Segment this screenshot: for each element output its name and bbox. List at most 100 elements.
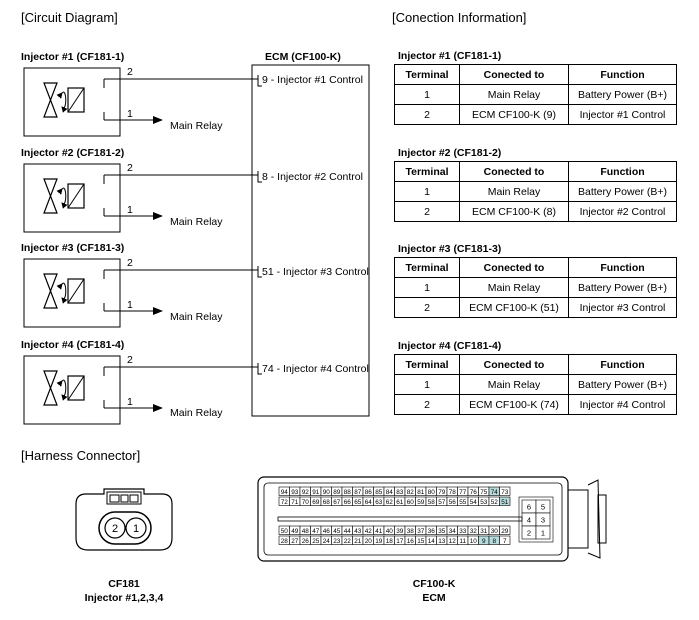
header-connected-to: Conected to	[459, 257, 569, 278]
connection-table-1: Terminal Conected to Function 1 Main Rel…	[394, 64, 677, 125]
injector-4-circuit: Injector #4 (CF181-4) 2 1 Main Relay 74 …	[21, 339, 369, 425]
cf100k-pin-label: 16	[407, 538, 415, 545]
cf181-pin-2	[104, 517, 126, 539]
table-4-title: Injector #4 (CF181-4)	[398, 340, 502, 352]
table-3-title: Injector #3 (CF181-3)	[398, 243, 502, 255]
cf100k-pin-label: 87	[354, 489, 362, 496]
cf100k-pin-label: 27	[291, 538, 299, 545]
cf100k-pin-label: 7	[503, 538, 507, 545]
cf100k-pin-label: 46	[323, 528, 331, 535]
cf100k-pin-label: 59	[417, 499, 425, 506]
cf100k-pin-label: 83	[396, 489, 404, 496]
cf100k-pin-label: 53	[480, 499, 488, 506]
cf100k-pin-label: 10	[470, 538, 478, 545]
cf100k-pin-label: 17	[396, 538, 404, 545]
cf181-connector: 2 1 CF181 Injector #1,2,3,4	[75, 488, 173, 604]
header-connected-to: Conected to	[459, 354, 569, 375]
cf100k-pin-label: 55	[459, 499, 467, 506]
cf100k-pin-label: 90	[323, 489, 331, 496]
injector-4-pin-1: 1	[127, 396, 133, 408]
cf100k-pin-label: 88	[344, 489, 352, 496]
cf100k-pin-label: 34	[449, 528, 457, 535]
cf100k-pin-label: 52	[491, 499, 499, 506]
cf100k-pin-label: 70	[302, 499, 310, 506]
cf100k-pin-label: 40	[386, 528, 394, 535]
cf100k-pin-label: 24	[323, 538, 331, 545]
cf100k-pin-label: 31	[480, 528, 488, 535]
header-connected-to: Conected to	[459, 161, 569, 182]
injector-2-title: Injector #2 (CF181-2)	[21, 147, 124, 159]
cell-function: Injector #1 Control	[568, 104, 677, 125]
injector-1-relay: Main Relay	[170, 120, 223, 132]
cf100k-pin-label: 45	[333, 528, 341, 535]
cf100k-label: CF100-K	[413, 578, 456, 590]
cf100k-pin-label: 61	[396, 499, 404, 506]
injector-1-pin-2: 2	[127, 66, 133, 78]
cf100k-pin-label: 54	[470, 499, 478, 506]
cf100k-pin-label: 92	[302, 489, 310, 496]
circuit-diagram: ECM (CF100-K) Injector #1 (CF181-1) 2 1 …	[21, 51, 370, 425]
connection-table-4: Terminal Conected to Function 1 Main Rel…	[394, 354, 677, 415]
cell-connected-to: Main Relay	[459, 277, 569, 298]
cell-terminal: 2	[394, 297, 460, 318]
cf100k-pin-label: 72	[281, 499, 289, 506]
header-terminal: Terminal	[394, 257, 460, 278]
header-terminal: Terminal	[394, 354, 460, 375]
cell-terminal: 2	[394, 394, 460, 415]
injector-3-relay: Main Relay	[170, 311, 223, 323]
injector-1-title: Injector #1 (CF181-1)	[21, 51, 124, 63]
cf100k-pin-label: 62	[386, 499, 394, 506]
cell-function: Injector #3 Control	[568, 297, 677, 318]
cf100k-pin-label: 64	[365, 499, 373, 506]
cf100k-pin-label: 81	[417, 489, 425, 496]
header-connected-to: Conected to	[459, 64, 569, 85]
cf100k-pin-label: 82	[407, 489, 415, 496]
cell-function: Battery Power (B+)	[568, 277, 677, 298]
cf100k-pin-label: 22	[344, 538, 352, 545]
cf100k-pin-label: 58	[428, 499, 436, 506]
injector-3-circuit: Injector #3 (CF181-3) 2 1 Main Relay 51 …	[21, 242, 369, 328]
cf100k-side-pin-label: 3	[541, 516, 545, 525]
cf100k-sublabel: ECM	[422, 592, 446, 604]
header-terminal: Terminal	[394, 161, 460, 182]
cf100k-pin-label: 49	[291, 528, 299, 535]
injector-2-pin-2: 2	[127, 162, 133, 174]
injector-2-pin-1: 1	[127, 204, 133, 216]
cell-terminal: 2	[394, 201, 460, 222]
cf100k-pin-label: 33	[459, 528, 467, 535]
table-row: 1 Main Relay Battery Power (B+)	[394, 181, 677, 202]
cf100k-pin-label: 75	[480, 489, 488, 496]
cf100k-pin-label: 76	[470, 489, 478, 496]
cf100k-pin-label: 84	[386, 489, 394, 496]
cf100k-pin-label: 80	[428, 489, 436, 496]
cf100k-pin-7	[499, 535, 511, 545]
cf181-pin-1	[125, 517, 147, 539]
ecm-pin-8-label: 8 - Injector #2 Control	[262, 171, 363, 183]
connection-table-3: Terminal Conected to Function 1 Main Rel…	[394, 257, 677, 318]
cf100k-pin-label: 89	[333, 489, 341, 496]
cell-function: Injector #4 Control	[568, 394, 677, 415]
cf100k-pin-label: 23	[333, 538, 341, 545]
cf181-label: CF181	[108, 578, 140, 590]
cf100k-pin-label: 43	[354, 528, 362, 535]
cf100k-pin-label: 66	[344, 499, 352, 506]
cell-terminal: 1	[394, 84, 460, 105]
cf100k-pin-label: 38	[407, 528, 415, 535]
cell-connected-to: Main Relay	[459, 84, 569, 105]
table-1-title: Injector #1 (CF181-1)	[398, 50, 502, 62]
cf100k-pin-label: 93	[291, 489, 299, 496]
cf100k-pin-label: 60	[407, 499, 415, 506]
injector-2-circuit: Injector #2 (CF181-2) 2 1 Main Relay 8 -…	[21, 147, 363, 233]
injector-3-pin-1: 1	[127, 299, 133, 311]
cf100k-pin-label: 57	[438, 499, 446, 506]
injector-3-pin-2: 2	[127, 257, 133, 269]
cf100k-pin-label: 32	[470, 528, 478, 535]
cell-connected-to: ECM CF100-K (8)	[459, 201, 569, 222]
cf100k-pin-label: 36	[428, 528, 436, 535]
cf100k-pin-29	[499, 525, 511, 535]
injector-3-title: Injector #3 (CF181-3)	[21, 242, 124, 254]
cf100k-pin-label: 67	[333, 499, 341, 506]
injector-4-title: Injector #4 (CF181-4)	[21, 339, 124, 351]
injector-2-relay: Main Relay	[170, 216, 223, 228]
